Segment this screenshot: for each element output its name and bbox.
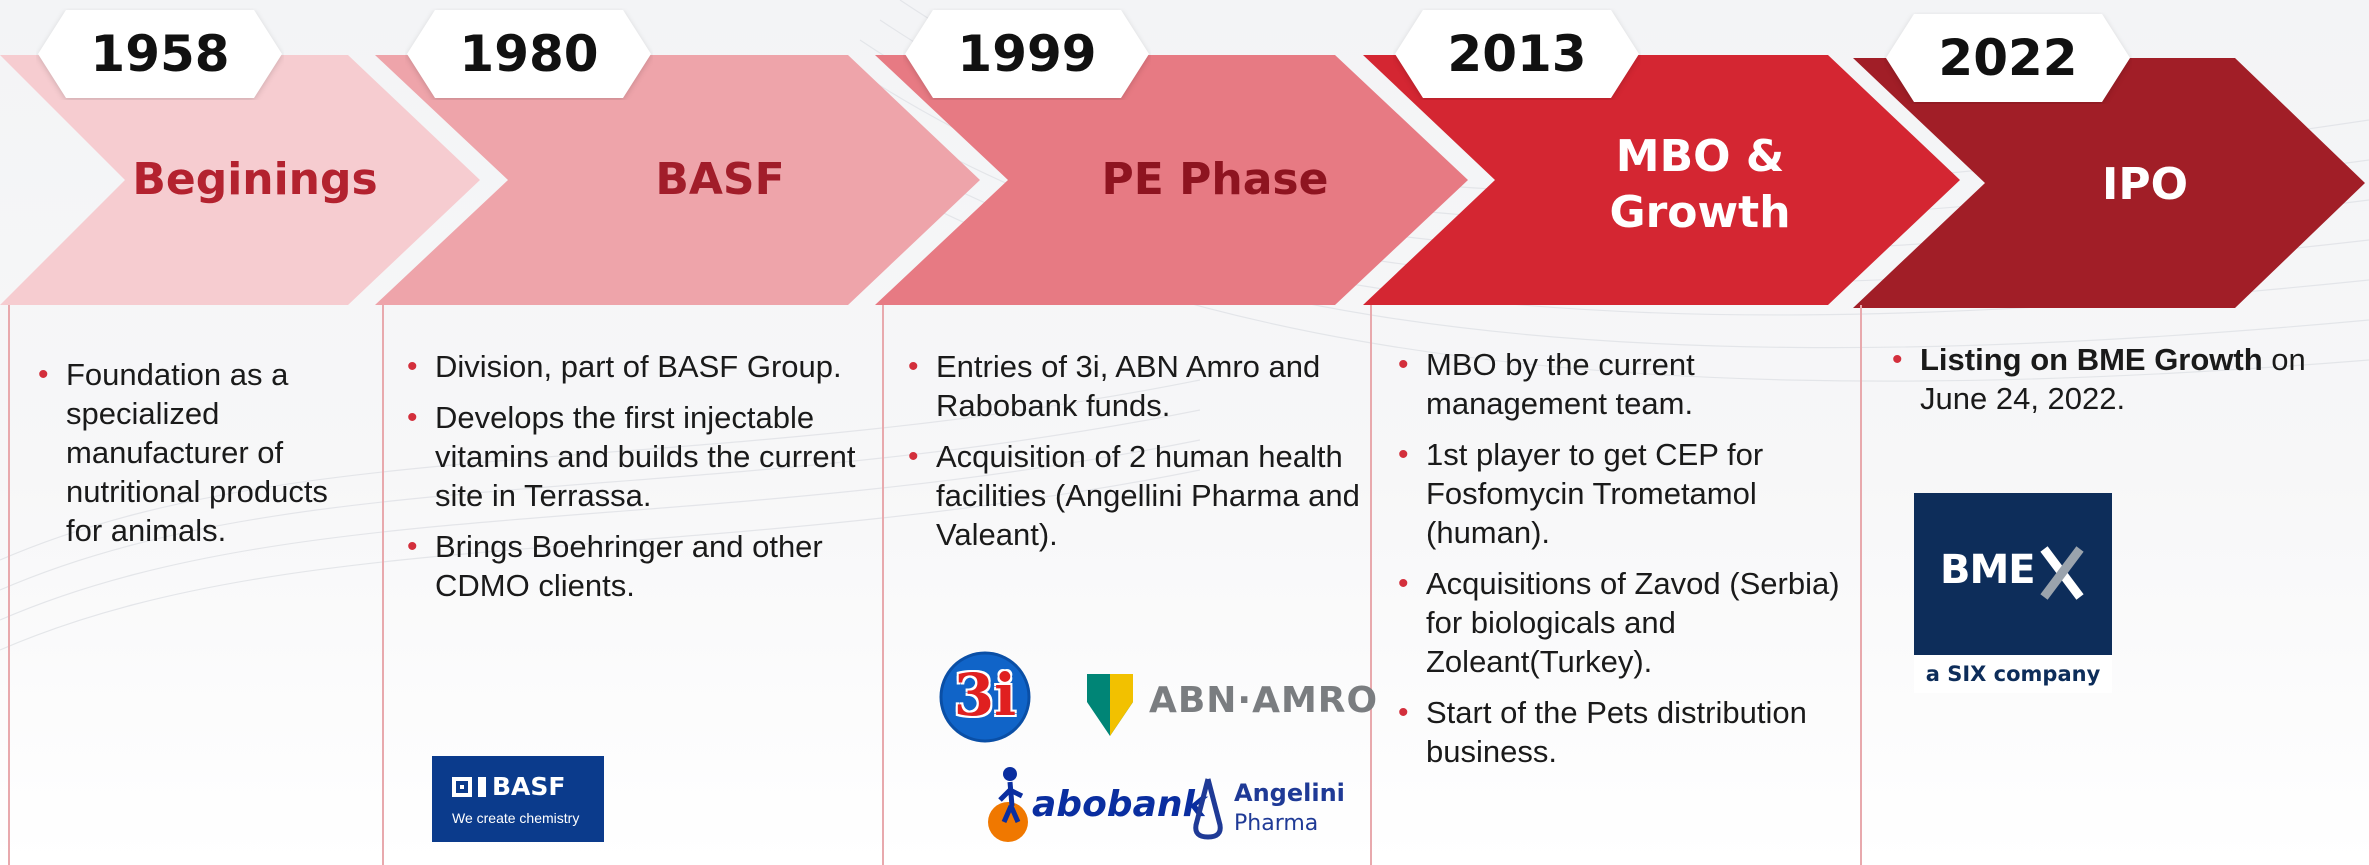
bme-logo-text: BME xyxy=(1940,547,2036,593)
phase-chevrons xyxy=(0,55,2365,308)
rabobank-logo: abobank xyxy=(980,760,1206,842)
bold-text: Listing on BME Growth xyxy=(1920,342,2263,377)
text: on June 24, 2022. xyxy=(1920,342,2306,416)
list-item: Listing on BME Growth on June 24, 2022. xyxy=(1892,340,2332,418)
chevron-1999 xyxy=(875,55,1468,305)
bullet-list-1980: Division, part of BASF Group. Develops t… xyxy=(407,347,877,617)
abn-amro-logo: ABN·AMRO xyxy=(1085,672,1377,742)
column-border xyxy=(1370,305,1372,865)
list-item: Acquisitions of Zavod (Serbia) for biolo… xyxy=(1398,564,1843,681)
angelini-logo-sub: Pharma xyxy=(1234,811,1319,836)
six-x-icon xyxy=(2040,546,2084,600)
list-item: MBO by the current management team. xyxy=(1398,345,1843,423)
list-item: Entries of 3i, ABN Amro and Rabobank fun… xyxy=(908,347,1368,425)
year-label: 1958 xyxy=(90,25,230,83)
year-label: 2022 xyxy=(1938,29,2078,87)
column-border xyxy=(1860,305,1862,865)
basf-logo: BASF We create chemistry xyxy=(432,756,604,842)
basf-tagline: We create chemistry xyxy=(452,810,580,826)
bme-logo: BME a SIX company xyxy=(1914,493,2112,693)
angelini-logo: Angelini Pharma xyxy=(1188,775,1358,845)
chevron-1980 xyxy=(375,55,980,305)
bme-tagline: a SIX company xyxy=(1914,655,2112,693)
basf-logo-text: BASF xyxy=(492,772,566,801)
year-label: 1980 xyxy=(459,25,599,83)
chevron-2013 xyxy=(1363,55,1960,305)
rabobank-logo-text: abobank xyxy=(1032,784,1207,825)
3i-logo-text: 3i xyxy=(953,661,1017,729)
year-badge-1980: 1980 xyxy=(405,8,653,100)
chevron-2022 xyxy=(1853,58,2365,308)
year-badge-2022: 2022 xyxy=(1884,12,2132,104)
column-border xyxy=(8,305,10,865)
list-item: Acquisition of 2 human health facilities… xyxy=(908,437,1368,554)
year-label: 1999 xyxy=(957,25,1097,83)
abn-amro-logo-text: ABN·AMRO xyxy=(1149,680,1379,721)
column-border xyxy=(882,305,884,865)
bullet-list-2013: MBO by the current management team. 1st … xyxy=(1398,345,1843,783)
year-label: 2013 xyxy=(1447,25,1587,83)
bullet-list-2022: Listing on BME Growth on June 24, 2022. xyxy=(1892,340,2332,430)
list-item: Start of the Pets distribution business. xyxy=(1398,693,1843,771)
bme-logo-box: BME xyxy=(1914,493,2112,655)
bullet-list-1999: Entries of 3i, ABN Amro and Rabobank fun… xyxy=(908,347,1368,566)
list-item: Develops the first injectable vitamins a… xyxy=(407,398,877,515)
year-badge-2013: 2013 xyxy=(1393,8,1641,100)
chevron-1958 xyxy=(0,55,480,305)
bullet-list-1958: Foundation as a specialized manufacturer… xyxy=(38,355,358,562)
phase-title-basf: BASF xyxy=(655,154,785,205)
column-border xyxy=(382,305,384,865)
phase-title-mbo-growth: MBO & Growth xyxy=(1609,131,1791,238)
list-item: 1st player to get CEP for Fosfomycin Tro… xyxy=(1398,435,1843,552)
year-badge-1999: 1999 xyxy=(903,8,1151,100)
year-badge-1958: 1958 xyxy=(36,8,284,100)
list-item: Foundation as a specialized manufacturer… xyxy=(38,355,358,550)
list-item: Division, part of BASF Group. xyxy=(407,347,877,386)
3i-logo: 3i xyxy=(935,650,1035,750)
phase-title-pe-phase: PE Phase xyxy=(1101,154,1329,205)
angelini-logo-text: Angelini xyxy=(1234,779,1345,807)
phase-title-ipo: IPO xyxy=(2101,159,2189,210)
list-item: Brings Boehringer and other CDMO clients… xyxy=(407,527,877,605)
phase-title-beginings: Beginings xyxy=(132,154,378,205)
